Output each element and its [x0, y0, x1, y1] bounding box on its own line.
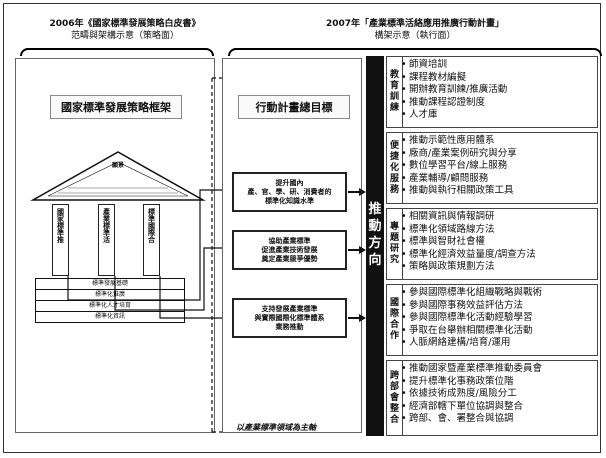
- pillar-1-label: 國家標準推: [56, 208, 65, 243]
- list-item: 推動國家暨產業標準推動委員會: [401, 363, 597, 376]
- strategy-framework-title: 國家標準發展策略框架: [50, 95, 182, 119]
- goal-1: 提升國內 產、官、學、研、消費者的 標準化知識水準: [232, 172, 347, 212]
- section-education: 教育訓練 師資培訓 課程教材編擬 開辦教育訓練/推廣活動 推動課程認證制度 人才…: [386, 56, 598, 128]
- arrow-goal-1: [348, 188, 366, 196]
- list-item: 提升標準化事務政策位階: [401, 376, 597, 389]
- list-item: 人脈網絡建構/培育/運用: [401, 337, 597, 350]
- left-brace: [20, 48, 214, 56]
- goal-2: 協助產業標準 促進產業技術發展 奠定產業競爭優勢: [232, 230, 347, 270]
- arrow-goal-3: [348, 314, 366, 322]
- list-item: 課程教材編擬: [401, 72, 597, 85]
- section-international: 國際合作 參與國際標準化組織戰略與戰術 參與國際事務效益評估方法 參與國際標準化…: [386, 284, 598, 356]
- pillar-3: 標準國際合: [143, 204, 160, 276]
- list-item: 跨部、會、署整合與協調: [401, 413, 597, 426]
- list-item: 相關資訊與情報調研: [401, 211, 597, 224]
- goal-1-text: 提升國內 產、官、學、研、消費者的 標準化知識水準: [247, 178, 332, 205]
- base-row-3: 標準化人才培育: [36, 301, 184, 312]
- list-item: 經濟部轄下單位協調與整合: [401, 401, 597, 414]
- list-item: 開辦教育訓練/推廣活動: [401, 84, 597, 97]
- direction-label: 推 動 方 向: [368, 202, 382, 268]
- goal-3-text: 支持發展產業標準 與實際國際化標準體系 業務推動: [254, 304, 325, 331]
- list-item: 人才庫: [401, 109, 597, 122]
- action-goal-title: 行動計畫總目標: [238, 95, 350, 119]
- base-row-1: 標準發展基礎: [36, 279, 184, 290]
- right-header-line1: 2007年「產業標準活絡應用推廣行動計畫」: [325, 19, 505, 29]
- list-item: 參與國際事務效益評估方法: [401, 300, 597, 313]
- direction-bar: 推 動 方 向: [366, 56, 384, 436]
- list-item: 數位學習平台/線上服務: [401, 160, 597, 173]
- list-item: 標準與智財社會權: [401, 236, 597, 249]
- right-header-line2: 構架示意（執行面）: [374, 31, 456, 41]
- strategy-panel: [15, 58, 215, 433]
- list-item: 標準化領域路線方法: [401, 224, 597, 237]
- footnote: 以產業標準領域為主軸: [236, 423, 316, 432]
- list-item: 依據技術成熟度/風險分工: [401, 388, 597, 401]
- roof-text: 願景: [111, 162, 124, 169]
- list-item: 推動課程認證制度: [401, 97, 597, 110]
- diagram-frame: [3, 3, 601, 453]
- pillar-3-label: 標準國際合: [147, 208, 156, 243]
- right-brace: [228, 48, 602, 56]
- house-roof: [30, 151, 206, 201]
- pillar-1: 國家標準推: [52, 204, 69, 276]
- right-header: 2007年「產業標準活絡應用推廣行動計畫」 構架示意（執行面）: [275, 18, 555, 42]
- goal-3: 支持發展產業標準 與實際國際化標準體系 業務推動: [232, 298, 347, 338]
- list-item: 參與國際標準化活動經驗學習: [401, 312, 597, 325]
- list-item: 策略與政策規劃方法: [401, 261, 597, 274]
- list-item: 推動與執行相關政策工具: [401, 185, 597, 198]
- goal-2-text: 協助產業標準 促進產業技術發展 奠定產業競爭優勢: [261, 236, 318, 263]
- section-service: 便捷化服務 推動示範性應用體系 廠商/產業案例研究與分享 數位學習平台/線上服務…: [386, 132, 598, 204]
- pillar-2: 產業標準活: [98, 204, 115, 276]
- list-item: 推動示範性應用體系: [401, 135, 597, 148]
- left-header-line1: 2006年《國家標準發展策略白皮書》: [49, 19, 201, 29]
- left-header-line2: 范疇與架構示意（策略面）: [70, 31, 179, 41]
- left-header: 2006年《國家標準發展策略白皮書》 范疇與架構示意（策略面）: [20, 18, 230, 42]
- list-item: 爭取在台舉辦相關標準化活動: [401, 325, 597, 338]
- arrow-goal-2: [348, 246, 366, 254]
- list-item: 參與國際標準化組織戰略與戰術: [401, 287, 597, 300]
- section-integration: 跨部會整合 推動國家暨產業標準推動委員會 提升標準化事務政策位階 依據技術成熟度…: [386, 360, 598, 436]
- pillar-2-label: 產業標準活: [102, 208, 111, 243]
- list-item: 師資培訓: [401, 59, 597, 72]
- list-item: 廠商/產業案例研究與分享: [401, 148, 597, 161]
- section-research: 專題研究 相關資訊與情報調研 標準化領域路線方法 標準與智財社會權 標準化經濟效…: [386, 208, 598, 280]
- base-row-4: 標準化資訊: [94, 313, 125, 320]
- list-item: 產業輔導/顧問服務: [401, 173, 597, 186]
- list-item: 標準化經濟效益量度/調查方法: [401, 249, 597, 262]
